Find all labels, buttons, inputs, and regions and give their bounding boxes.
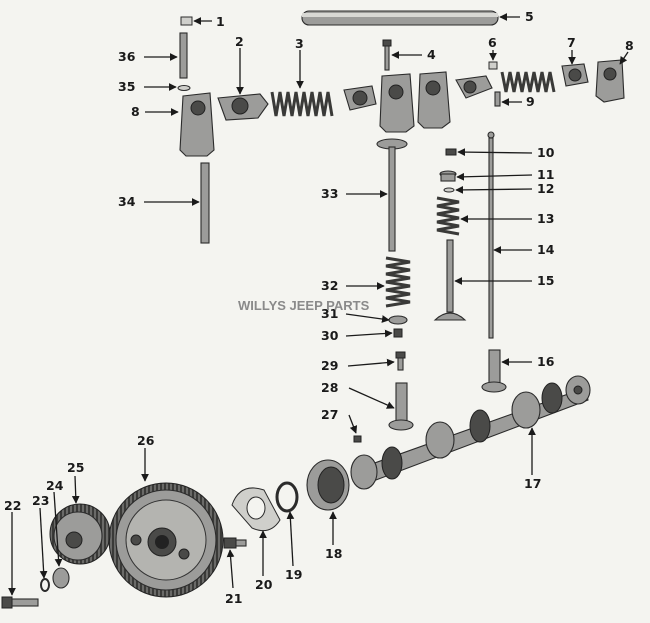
callout-12: 12	[537, 181, 554, 196]
callout-9: 9	[526, 94, 535, 109]
rocker-arm-left	[217, 93, 269, 121]
tappet-screw	[395, 351, 406, 371]
camshaft	[350, 375, 591, 490]
callout-35: 35	[118, 79, 135, 94]
shaft-plug	[180, 16, 193, 26]
spring-retainer	[388, 315, 408, 325]
adjusting-screw	[494, 91, 501, 107]
rocker-bracket-right	[595, 59, 625, 103]
callout-10: 10	[537, 145, 555, 160]
callout-30: 30	[321, 328, 339, 343]
rocker-spring-right	[500, 71, 556, 93]
callout-21: 21	[225, 591, 242, 606]
camshaft-bearing	[306, 459, 350, 511]
valve-lock-pair	[445, 148, 457, 156]
callout-2: 2	[235, 34, 244, 49]
callout-17: 17	[524, 476, 541, 491]
watermark: WILLYS JEEP PARTS	[238, 298, 370, 313]
callout-5: 5	[525, 9, 534, 24]
callout-28: 28	[321, 380, 338, 395]
valve-rotator	[439, 170, 457, 182]
exhaust-tappet	[481, 349, 507, 393]
rocker-bracket-middle-a	[379, 73, 415, 133]
retainer-washer	[443, 187, 455, 193]
callout-20: 20	[255, 577, 273, 592]
camshaft-gear	[108, 482, 224, 598]
callout-18: 18	[325, 546, 342, 561]
callout-3: 3	[295, 36, 304, 51]
thrust-plate-gasket	[275, 481, 299, 513]
rocker-shaft	[301, 10, 499, 26]
rocker-arm-middle	[343, 85, 377, 111]
callout-4: 4	[427, 47, 436, 62]
callout-7: 7	[567, 35, 576, 50]
callout-25: 25	[67, 460, 84, 475]
callout-labels: 1 2 3 4 5 6 7 8 9 10 11 12 13 14 15 16 1…	[4, 9, 634, 606]
gear-washer	[52, 567, 70, 589]
lock-washer	[40, 578, 50, 592]
thrust-plate-bolt	[223, 537, 247, 549]
callout-36: 36	[118, 49, 136, 64]
rocker-arm-right	[455, 75, 493, 99]
valve-tappet	[388, 382, 414, 431]
callout-1: 1	[216, 14, 225, 29]
callout-16: 16	[537, 354, 555, 369]
leader-lines	[8, 13, 629, 596]
push-rod-upper	[179, 32, 188, 79]
callout-26: 26	[137, 433, 155, 448]
callout-22: 22	[4, 498, 21, 513]
callout-15: 15	[537, 273, 554, 288]
valve-spring-lower	[385, 256, 411, 308]
rocker-spring-left	[270, 91, 334, 117]
rocker-bracket-middle-b	[417, 71, 451, 129]
valve-locks	[393, 328, 403, 338]
callout-29: 29	[321, 358, 338, 373]
callout-27: 27	[321, 407, 338, 422]
callout-14: 14	[537, 242, 555, 257]
callout-13: 13	[537, 211, 554, 226]
thrust-plate	[231, 487, 281, 532]
push-rod-lower	[200, 162, 210, 244]
crankshaft-gear	[49, 503, 111, 565]
callout-23: 23	[32, 493, 49, 508]
washer	[177, 85, 191, 91]
callout-8-left: 8	[131, 104, 140, 119]
adjusting-nut	[488, 61, 498, 70]
rocker-arm-end	[561, 63, 589, 87]
exhaust-valve-spring	[436, 196, 460, 236]
callout-31: 31	[321, 306, 338, 321]
rocker-bracket-left	[179, 92, 215, 157]
callout-33: 33	[321, 186, 338, 201]
woodruff-key	[353, 435, 362, 443]
callout-8-right: 8	[625, 38, 634, 53]
bracket-bolt	[382, 39, 392, 71]
gear-bolt	[1, 596, 39, 609]
callout-32: 32	[321, 278, 338, 293]
callout-11: 11	[537, 167, 554, 182]
callout-19: 19	[285, 567, 302, 582]
push-rod	[487, 131, 495, 339]
callout-34: 34	[118, 194, 136, 209]
callout-24: 24	[46, 478, 64, 493]
callout-6: 6	[488, 35, 497, 50]
intake-valve	[376, 138, 408, 252]
exhaust-valve	[433, 239, 467, 321]
